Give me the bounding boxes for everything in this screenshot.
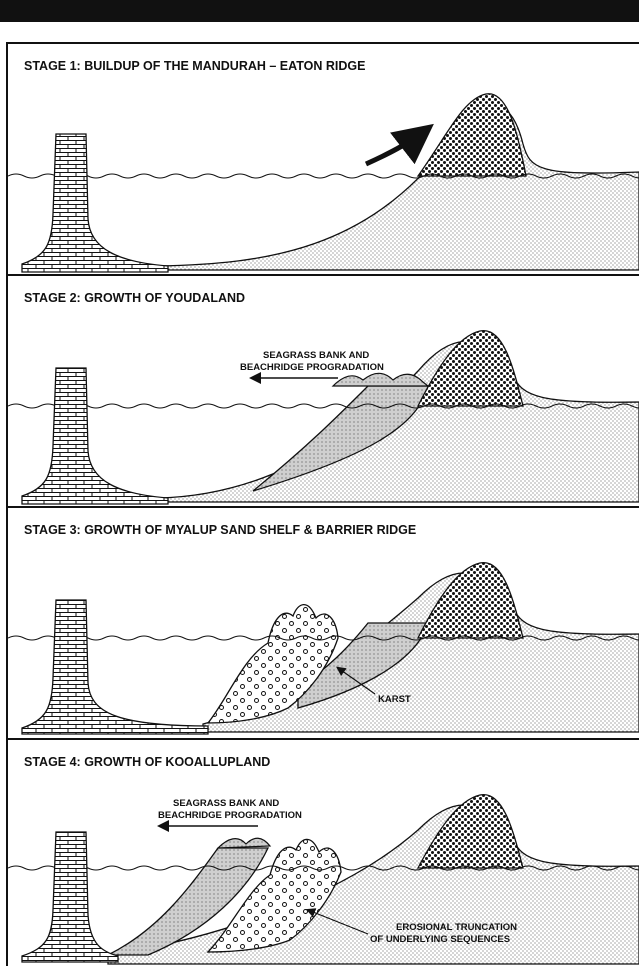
- seagrass-label-line1: SEAGRASS BANK AND: [173, 798, 279, 809]
- sea-level-line: [8, 865, 639, 871]
- stage-4-panel: STAGE 4: GROWTH OF KOOALLUPLAND SEAGRASS…: [8, 755, 639, 965]
- top-black-bar: [0, 0, 639, 22]
- sediment-body: [157, 105, 639, 271]
- sea-level-line: [8, 403, 639, 409]
- beachridge-bumps: [216, 837, 272, 849]
- beachridge-bumps: [331, 372, 430, 387]
- seagrass-label-line2: BEACHRIDGE PROGRADATION: [240, 362, 384, 373]
- barrier-ridge: [206, 838, 342, 953]
- karst-pointer-icon: [336, 666, 376, 695]
- stage-1-title: STAGE 1: BUILDUP OF THE MANDURAH – EATON…: [24, 59, 365, 73]
- limestone-pillar: [21, 133, 169, 273]
- sea-level-line: [8, 635, 639, 641]
- mandurah-eaton-ridge: [416, 562, 524, 639]
- erosion-label-line1: EROSIONAL TRUNCATION: [396, 922, 517, 933]
- karst-label: KARST: [378, 694, 411, 705]
- mandurah-eaton-ridge: [416, 330, 524, 407]
- stage-2-title: STAGE 2: GROWTH OF YOUDALAND: [24, 291, 245, 305]
- erosion-pointer-icon: [305, 908, 369, 935]
- stage-3-panel: STAGE 3: GROWTH OF MYALUP SAND SHELF & B…: [8, 523, 639, 740]
- mandurah-eaton-ridge: [416, 794, 524, 869]
- stage-1-panel: STAGE 1: BUILDUP OF THE MANDURAH – EATON…: [8, 59, 639, 276]
- stage-2-panel: STAGE 2: GROWTH OF YOUDALAND SEAGRASS BA…: [8, 291, 639, 508]
- mandurah-eaton-ridge: [416, 93, 527, 177]
- erosion-label-line2: OF UNDERLYING SEQUENCES: [370, 934, 510, 945]
- barrier-ridge: [206, 603, 339, 724]
- seagrass-label-line1: SEAGRASS BANK AND: [263, 350, 369, 361]
- limestone-pillar: [21, 367, 169, 505]
- progradation-arrow-icon: [364, 123, 434, 167]
- limestone-pillar: [21, 831, 119, 963]
- stage-3-title: STAGE 3: GROWTH OF MYALUP SAND SHELF & B…: [24, 523, 416, 537]
- limestone-pillar: [21, 599, 209, 735]
- figure-frame: [6, 42, 639, 966]
- stage-4-title: STAGE 4: GROWTH OF KOOALLUPLAND: [24, 755, 270, 769]
- sea-level-line: [8, 173, 639, 179]
- seagrass-label-line2: BEACHRIDGE PROGRADATION: [158, 810, 302, 821]
- kooallupland-wedge: [107, 847, 270, 956]
